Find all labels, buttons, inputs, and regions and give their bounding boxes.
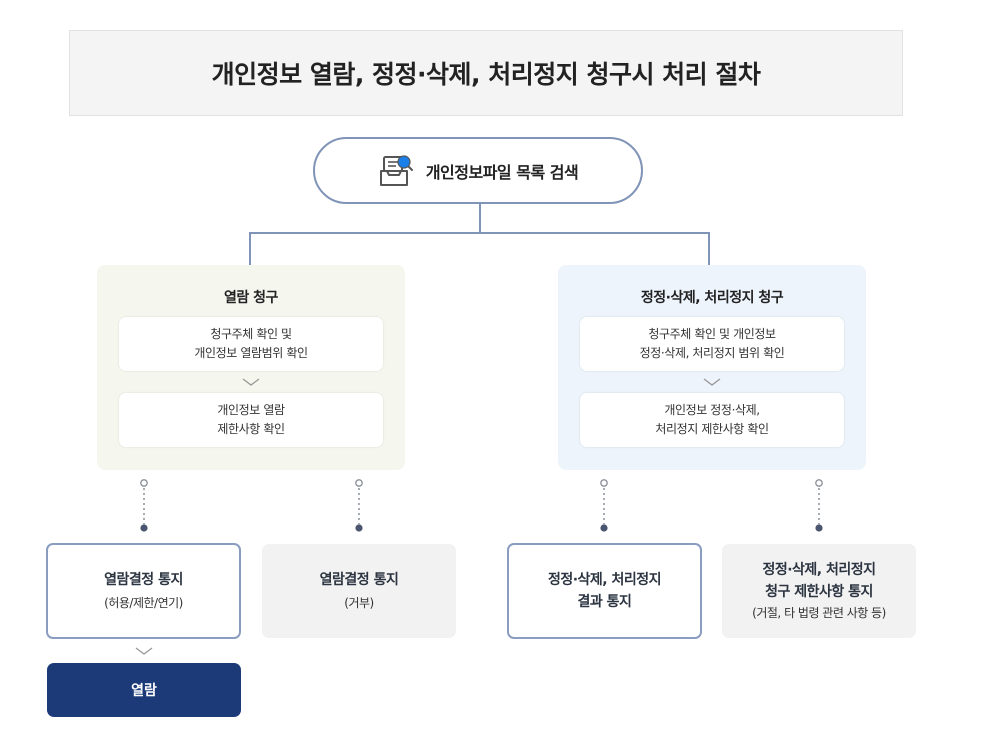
- step-text: 처리정지 제한사항 확인: [655, 422, 769, 436]
- step-box: 개인정보 정정·삭제, 처리정지 제한사항 확인: [580, 393, 844, 447]
- final-access-node: 열람: [47, 663, 241, 717]
- page-title: 개인정보 열람, 정정·삭제, 처리정지 청구시 처리 절차: [211, 60, 761, 89]
- step-text: 개인정보 정정·삭제,: [664, 403, 760, 417]
- connector-line: [249, 232, 710, 234]
- step-box: 청구주체 확인 및 개인정보 열람범위 확인: [119, 317, 383, 371]
- group-title: 정정·삭제, 처리정지 청구: [640, 290, 784, 306]
- step-text: 개인정보 열람: [217, 403, 285, 417]
- result-subtitle: (거부): [344, 596, 374, 610]
- step-box: 청구주체 확인 및 개인정보 정정·삭제, 처리정지 범위 확인: [580, 317, 844, 371]
- dotted-connector: [600, 479, 608, 532]
- connector-line: [708, 232, 710, 266]
- final-label: 열람: [131, 683, 157, 699]
- step-text: 개인정보 열람범위 확인: [194, 346, 308, 360]
- step-text: 정정·삭제, 처리정지 범위 확인: [639, 346, 785, 360]
- dotted-connector: [355, 479, 363, 532]
- result-subtitle: (허용/제한/연기): [104, 596, 183, 610]
- result-subtitle: (거절, 타 법령 관련 사항 등): [752, 606, 886, 620]
- result-correction-restriction: 정정·삭제, 처리정지 청구 제한사항 통지 (거절, 타 법령 관련 사항 등…: [722, 544, 916, 638]
- start-node-label: 개인정보파일 목록 검색: [425, 162, 579, 182]
- group-title: 열람 청구: [224, 290, 278, 306]
- file-search-icon: [379, 154, 413, 186]
- step-text: 청구주체 확인 및 개인정보: [648, 327, 776, 341]
- step-text: 제한사항 확인: [217, 422, 285, 436]
- chevron-down-icon: [133, 641, 155, 661]
- connector-line: [249, 232, 251, 266]
- result-correction-notice: 정정·삭제, 처리정지 결과 통지: [507, 543, 702, 639]
- start-node: 개인정보파일 목록 검색: [313, 137, 643, 204]
- result-access-denied: 열람결정 통지 (거부): [262, 544, 456, 638]
- result-title: 열람결정 통지: [319, 572, 399, 588]
- result-title: 정정·삭제, 처리정지: [762, 562, 876, 578]
- group-access-request: 열람 청구 청구주체 확인 및 개인정보 열람범위 확인 개인정보 열람 제한사…: [97, 265, 405, 470]
- dotted-connector: [140, 479, 148, 532]
- chevron-down-icon: [702, 371, 722, 393]
- connector-line: [479, 204, 481, 234]
- result-access-granted: 열람결정 통지 (허용/제한/연기): [46, 543, 241, 639]
- result-title: 청구 제한사항 통지: [765, 584, 873, 600]
- result-title: 결과 통지: [577, 594, 632, 610]
- step-text: 청구주체 확인 및: [210, 327, 292, 341]
- result-title: 정정·삭제, 처리정지: [547, 572, 662, 588]
- title-banner: 개인정보 열람, 정정·삭제, 처리정지 청구시 처리 절차: [69, 30, 903, 116]
- chevron-down-icon: [241, 371, 261, 393]
- group-correction-request: 정정·삭제, 처리정지 청구 청구주체 확인 및 개인정보 정정·삭제, 처리정…: [558, 265, 866, 470]
- result-title: 열람결정 통지: [104, 572, 183, 588]
- dotted-connector: [815, 479, 823, 532]
- step-box: 개인정보 열람 제한사항 확인: [119, 393, 383, 447]
